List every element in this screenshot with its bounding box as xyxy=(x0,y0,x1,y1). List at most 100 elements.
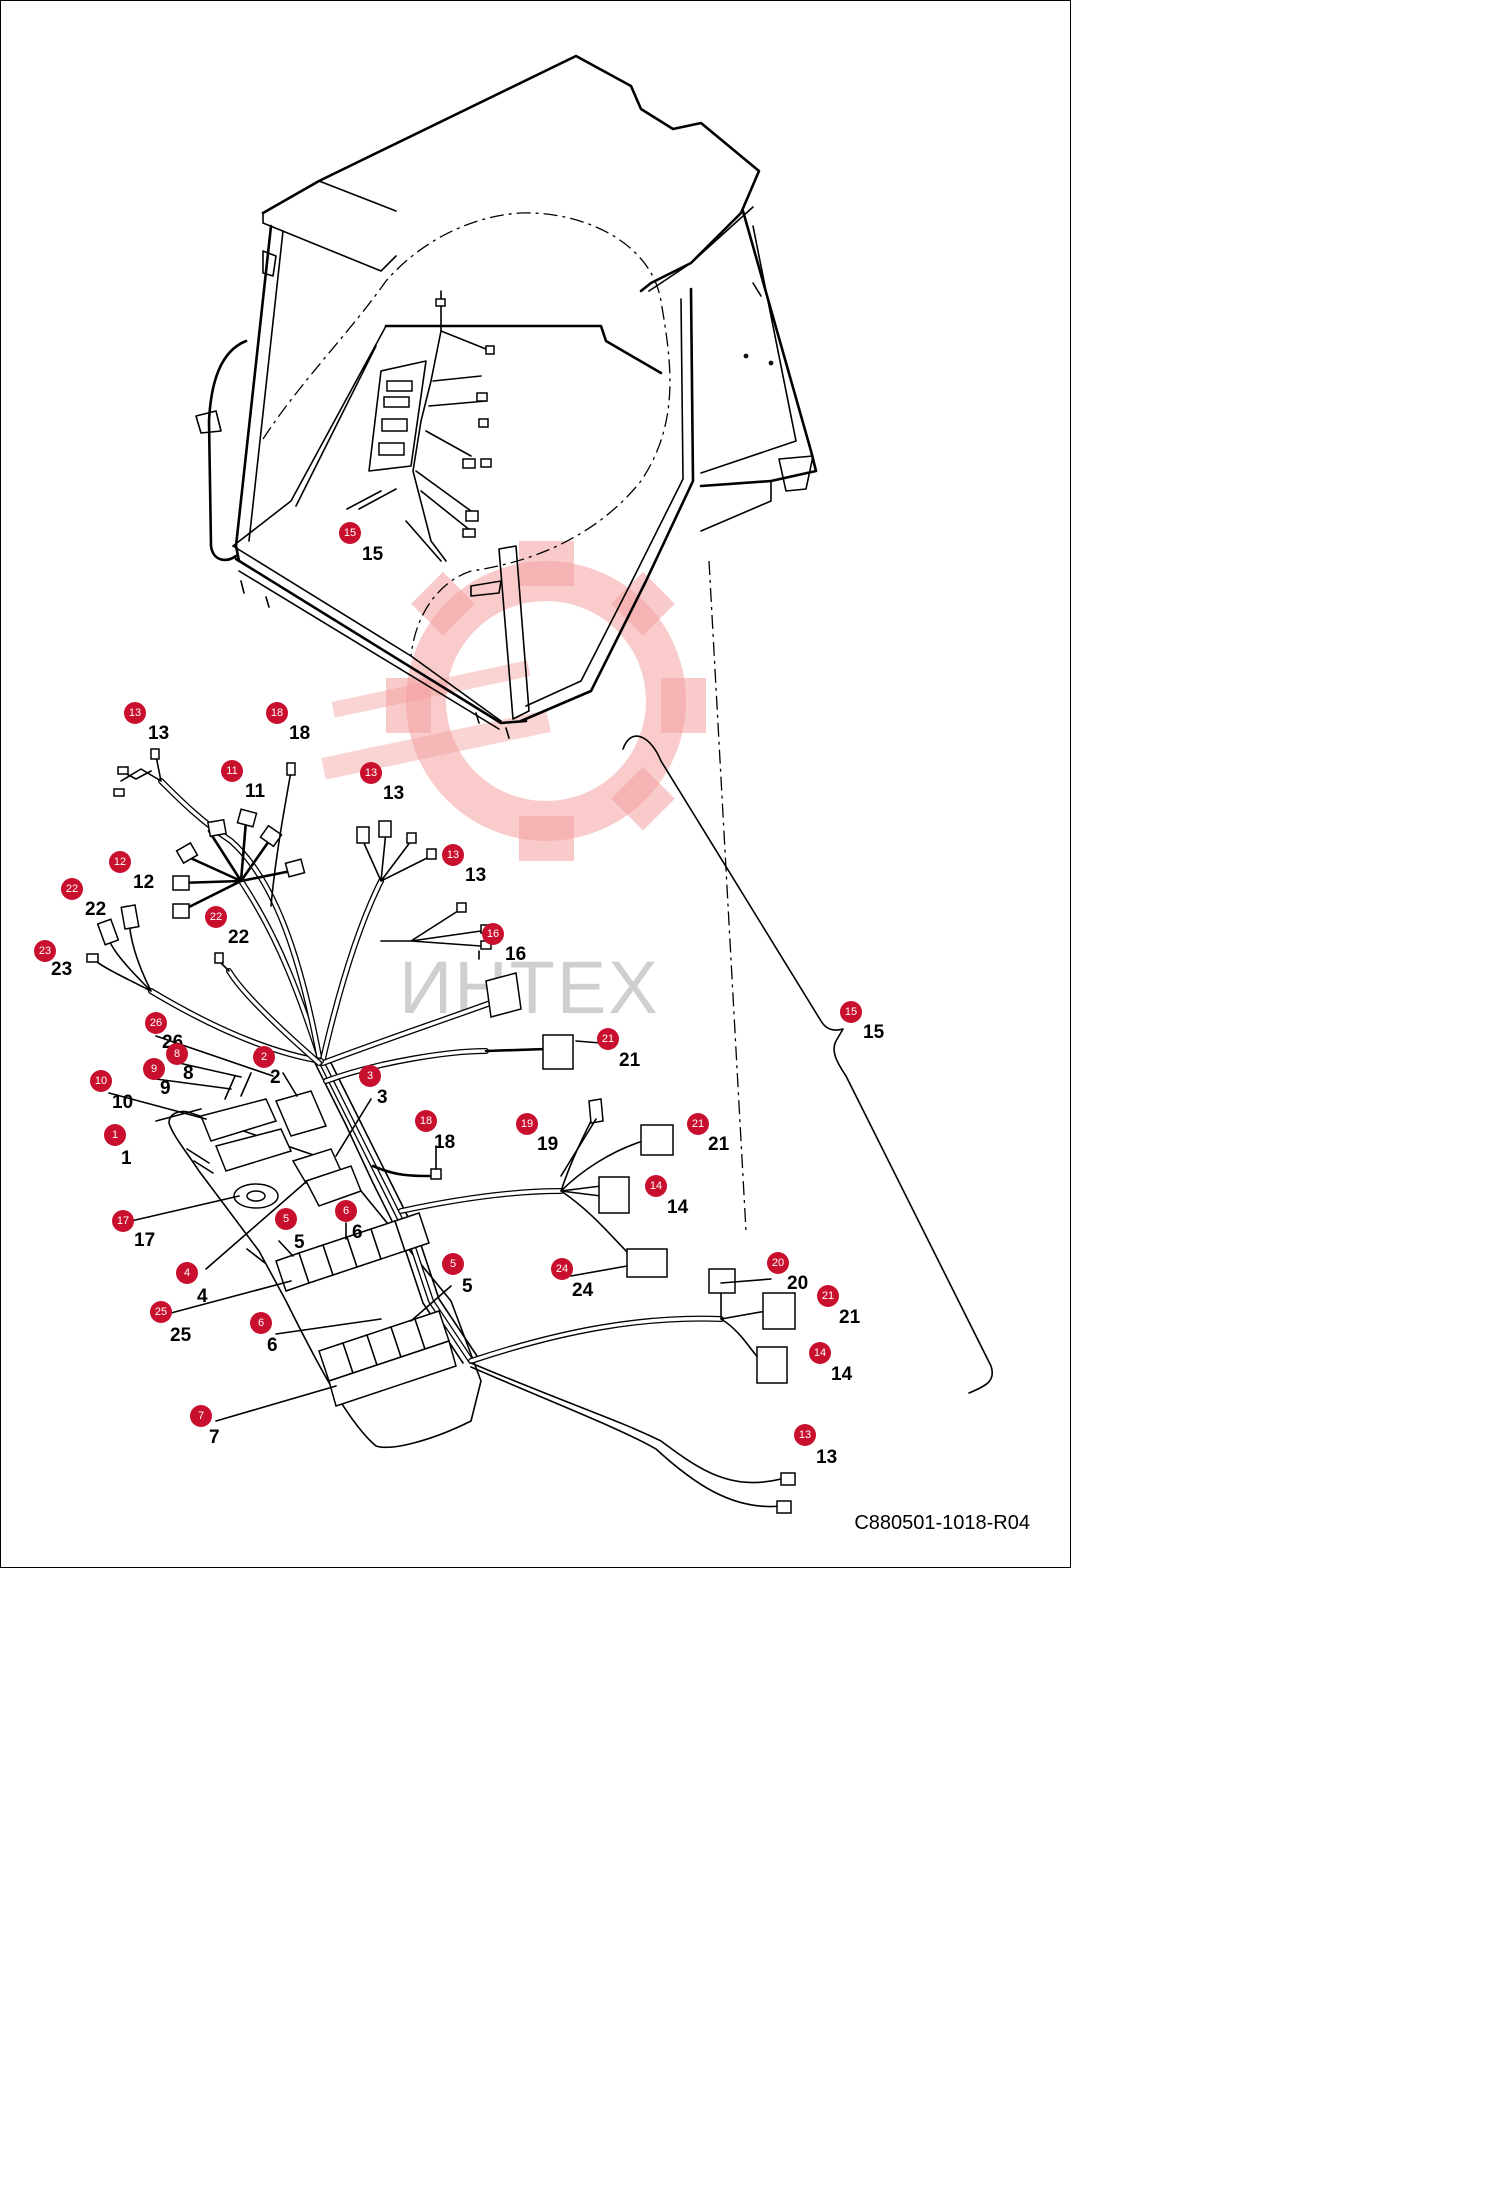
cab-roof-line xyxy=(318,180,397,212)
callout-label: 25 xyxy=(170,1325,192,1346)
callout-9: 99 xyxy=(143,1058,171,1099)
callout-badge xyxy=(104,1124,126,1146)
callout-label: 14 xyxy=(831,1364,853,1385)
callout-5a: 55 xyxy=(275,1208,305,1253)
main-trunk-edge xyxy=(312,1058,464,1364)
callout-label: 13 xyxy=(816,1447,837,1468)
branch-13-mid-wires xyxy=(362,830,432,882)
callout-badge-number: 4 xyxy=(184,1267,190,1279)
callout-label: 9 xyxy=(160,1078,171,1099)
callout-badge-number: 11 xyxy=(226,765,237,777)
callout-label: 22 xyxy=(228,927,249,948)
callout-24: 24 24 xyxy=(551,1258,594,1301)
callout-label: 1 xyxy=(121,1148,132,1169)
relay-20 xyxy=(708,1268,736,1294)
connector-13-group xyxy=(113,748,160,797)
callout-badge xyxy=(339,522,361,544)
exploded-diagram-sheet: ИНТЕХ xyxy=(0,0,1071,1568)
callout-badge-number: 13 xyxy=(447,849,459,861)
cab-callout-leader xyxy=(346,488,397,510)
relay-2 xyxy=(274,1090,328,1137)
callout-badge-number: 18 xyxy=(271,707,283,719)
callout-badge xyxy=(794,1424,816,1446)
callout-badge xyxy=(415,1110,437,1132)
wire-21a xyxy=(484,1047,548,1053)
callout-badge xyxy=(442,844,464,866)
callout-badge-number: 25 xyxy=(155,1306,167,1318)
connector-9-8 xyxy=(224,1072,252,1100)
callout-label: 15 xyxy=(863,1022,885,1043)
callout-label: 7 xyxy=(209,1427,220,1448)
cab-right-pillar-inner xyxy=(525,298,684,707)
connector-10b xyxy=(214,1128,293,1172)
bundle-11-wires xyxy=(177,819,293,913)
callout-11: 11 11 xyxy=(221,760,266,802)
callout-badge-number: 6 xyxy=(343,1205,349,1217)
mounting-plate xyxy=(168,1110,482,1449)
callout-badge-number: 21 xyxy=(602,1033,614,1045)
plate-slot xyxy=(186,1148,214,1174)
connector-21a xyxy=(542,1034,574,1070)
callout-label: 3 xyxy=(377,1087,388,1108)
connector-14b xyxy=(756,1346,788,1384)
callout-label: 2 xyxy=(270,1067,281,1088)
callout-label: 5 xyxy=(294,1232,305,1253)
callout-label: 23 xyxy=(51,959,72,980)
callout-label: 24 xyxy=(572,1280,594,1301)
branch-18-wire xyxy=(270,770,292,907)
cab-base-lower xyxy=(238,570,500,730)
cab-handle-bracket xyxy=(195,410,222,434)
cab-assembly xyxy=(195,54,818,1232)
callout-badge xyxy=(266,702,288,724)
callout-badge-number: 26 xyxy=(150,1017,162,1029)
callout-badge-number: 13 xyxy=(129,707,141,719)
callout-badge xyxy=(61,878,83,900)
cab-roof-outline xyxy=(261,54,761,293)
callout-badge-number: 10 xyxy=(95,1075,107,1087)
callout-7: 77 xyxy=(190,1405,220,1448)
cab-base-front xyxy=(234,557,528,725)
callout-badge xyxy=(250,1312,272,1334)
callout-badge-number: 17 xyxy=(117,1215,129,1227)
callout-badge xyxy=(124,702,146,724)
callout-label: 18 xyxy=(434,1132,455,1153)
cab-door-bracket xyxy=(470,580,502,597)
callout-label: 4 xyxy=(197,1286,208,1307)
callout-label: 14 xyxy=(667,1197,689,1218)
relay-row-25 xyxy=(275,1212,430,1292)
callout-badge-number: 1 xyxy=(112,1129,118,1141)
callout-label: 11 xyxy=(245,781,266,802)
connector-16 xyxy=(485,972,522,1018)
harness-assembly xyxy=(86,748,796,1514)
cab-rear-lower xyxy=(700,480,772,532)
cab-rear-bracket xyxy=(778,455,814,492)
callout-badge xyxy=(482,923,504,945)
callout-badge-number: 15 xyxy=(344,527,356,539)
callout-badge xyxy=(359,1065,381,1087)
connector-21c xyxy=(762,1292,796,1330)
callout-badge-number: 6 xyxy=(258,1317,264,1329)
dashdot-connection-line xyxy=(708,560,747,1232)
relay-4 xyxy=(304,1165,362,1207)
callout-2: 22 xyxy=(253,1046,281,1088)
callout-1: 11 xyxy=(104,1124,132,1169)
callout-layer: 1515131318181111131312122222131322222323… xyxy=(34,522,885,1468)
watermark-text: ИНТЕХ xyxy=(399,946,660,1029)
callout-badge-number: 20 xyxy=(772,1257,784,1269)
callout-label: 12 xyxy=(133,872,154,893)
tail-13-wires xyxy=(470,1362,782,1508)
callout-label: 13 xyxy=(148,723,169,744)
callout-label: 20 xyxy=(787,1273,808,1294)
cab-harness-branches xyxy=(405,330,492,562)
callout-badge-number: 24 xyxy=(556,1263,568,1275)
callout-label: 15 xyxy=(362,544,384,565)
cab-connectors xyxy=(435,298,495,538)
